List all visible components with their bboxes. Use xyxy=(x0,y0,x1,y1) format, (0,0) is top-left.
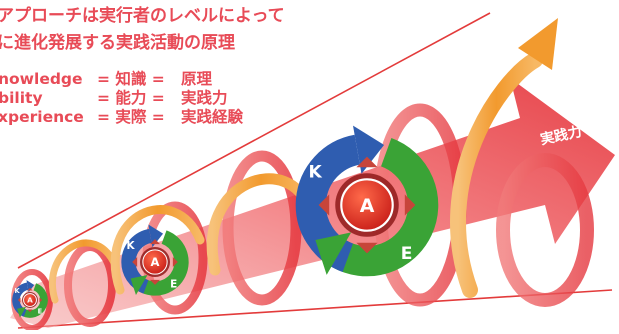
orange-arrow-head xyxy=(518,18,558,70)
ability-arrow-head xyxy=(356,156,378,168)
ability-arrow-head xyxy=(318,194,330,216)
ability-core xyxy=(23,293,37,307)
ability-arrow-head xyxy=(172,257,178,267)
kae-cycle: AK E xyxy=(12,280,48,318)
knowledge-arrow-head xyxy=(26,280,35,293)
experience-arrow-head xyxy=(17,306,27,318)
definition-experience-eq: = 実際 = xyxy=(97,108,165,126)
ability-core xyxy=(340,178,394,232)
definition-ability-eq: = 能力 = xyxy=(97,89,165,107)
knowledge-arrow-head xyxy=(148,224,164,248)
ability-arrow-head xyxy=(39,297,43,303)
definition-knowledge-result: 原理 xyxy=(181,70,213,88)
upper-guide-line xyxy=(17,12,491,269)
ability-letter: A xyxy=(151,255,160,269)
title-line-2: に進化発展する実践活動の原理 xyxy=(0,33,235,53)
kae-cycle: A K E xyxy=(295,125,439,277)
definition-experience-result: 実践経験 xyxy=(181,108,244,126)
knowledge-letter: K xyxy=(126,240,135,252)
definition-knowledge-eq: = 知識 = xyxy=(97,70,165,88)
knowledge-arrow-head xyxy=(352,125,385,174)
experience-arrow-head xyxy=(315,232,352,275)
experience-letter: E xyxy=(38,308,43,316)
experience-ring xyxy=(331,138,439,277)
kae-cycle: A K E xyxy=(121,224,189,296)
ability-arrow-head xyxy=(17,297,21,303)
definition-ability-result: 実践力 xyxy=(181,89,228,107)
knowledge-letter: K xyxy=(14,287,20,295)
definition-knowledge-term: nowledge xyxy=(0,70,83,88)
ability-arrow-head xyxy=(27,309,33,313)
ability-arrow-head xyxy=(150,239,160,245)
ability-letter: A xyxy=(360,195,375,217)
title-line-1: アプローチは実行者のレベルによって xyxy=(0,6,285,26)
experience-arrow-head xyxy=(130,274,148,295)
ability-arrow-head xyxy=(356,242,378,254)
ability-arrow-head xyxy=(27,287,33,291)
experience-ring xyxy=(21,283,48,318)
ability-arrow-head xyxy=(150,279,160,285)
experience-letter: E xyxy=(170,279,177,291)
ability-letter: A xyxy=(27,296,33,305)
ability-arrow-head xyxy=(404,194,416,216)
experience-ring xyxy=(138,230,189,296)
definition-experience-term: xperience xyxy=(0,108,84,126)
ability-core xyxy=(142,249,168,275)
knowledge-letter: K xyxy=(309,163,323,183)
definition-ability-term: bility xyxy=(0,89,43,107)
lower-guide-line xyxy=(17,289,613,329)
experience-letter: E xyxy=(401,244,413,264)
ability-arrow-head xyxy=(132,257,138,267)
